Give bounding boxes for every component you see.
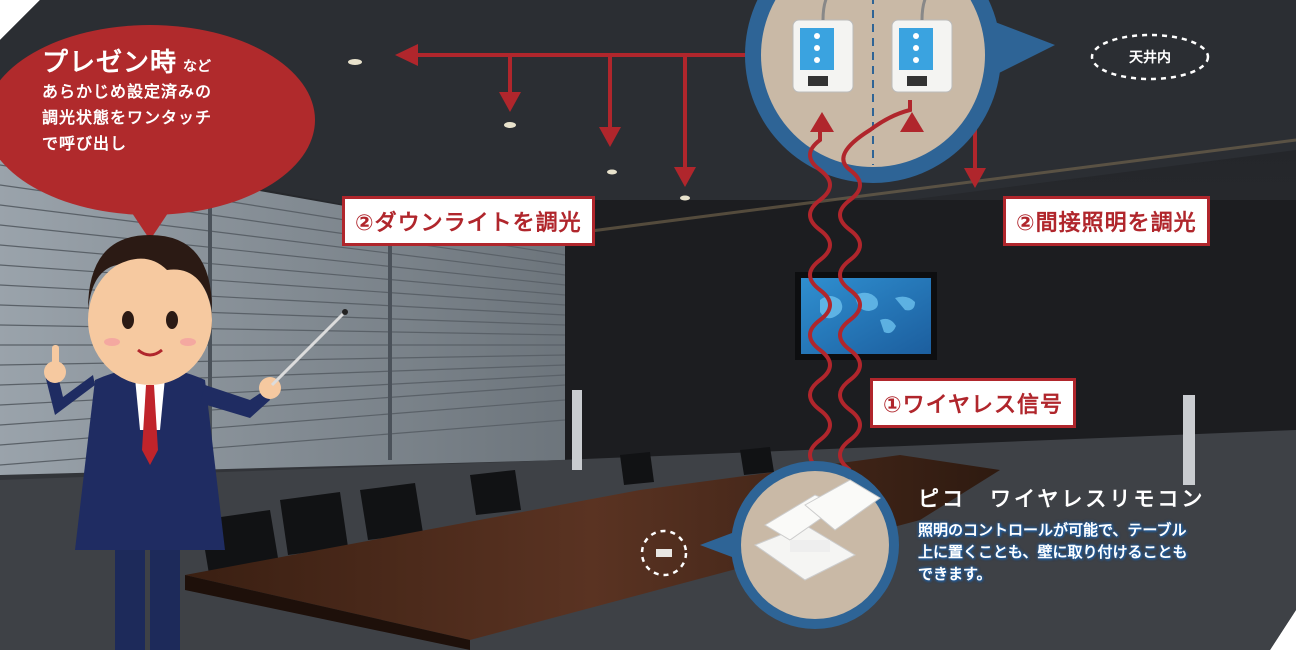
downlights — [348, 59, 690, 201]
remote-placement-marker — [640, 529, 688, 577]
wireless-signal-waves — [808, 100, 912, 472]
indirect-lighting-label: ②間接照明を調光 — [1003, 196, 1210, 246]
presenter-figure — [44, 235, 348, 650]
bubble-line: 調光状態をワンタッチ — [42, 108, 213, 127]
speaker-right — [1183, 395, 1195, 485]
bubble-line: あらかじめ設定済みの — [42, 82, 213, 101]
ceiling-tag: 天井内 — [1129, 50, 1171, 66]
speaker-left — [572, 390, 582, 470]
receiver-module-right — [891, 0, 953, 93]
bubble-line: で呼び出し — [42, 134, 128, 153]
ceiling-tag-outline — [1090, 33, 1210, 81]
remote-description-line: 照明のコントロールが可能で、テーブル — [918, 521, 1187, 539]
arrowheads — [395, 44, 696, 187]
downlight-arrows — [410, 53, 780, 175]
speech-bubble — [0, 25, 315, 240]
remote-description-line: 上に置くことも、壁に取り付けることも — [918, 543, 1188, 561]
receiver-module-left — [792, 0, 854, 93]
remote-description-line: できます。 — [918, 565, 992, 583]
speech-bubble-text: プレゼン時など あらかじめ設定済みの 調光状態をワンタッチ で呼び出し — [42, 42, 282, 157]
downlight-dimming-label: ②ダウンライトを調光 — [342, 196, 595, 246]
remote-device — [753, 479, 881, 581]
remote-magnifier — [700, 461, 899, 629]
bubble-title-suffix: など — [183, 59, 212, 75]
wireless-signal-label: ①ワイヤレス信号 — [870, 378, 1076, 428]
bubble-title: プレゼン時 — [42, 48, 178, 78]
remote-title: ピコ ワイヤレスリモコン — [918, 487, 1206, 511]
remote-description: 照明のコントロールが可能で、テーブル 上に置くことも、壁に取り付けることも でき… — [918, 519, 1278, 585]
remote-info: ピコ ワイヤレスリモコン 照明のコントロールが可能で、テーブル 上に置くことも、… — [918, 483, 1278, 585]
